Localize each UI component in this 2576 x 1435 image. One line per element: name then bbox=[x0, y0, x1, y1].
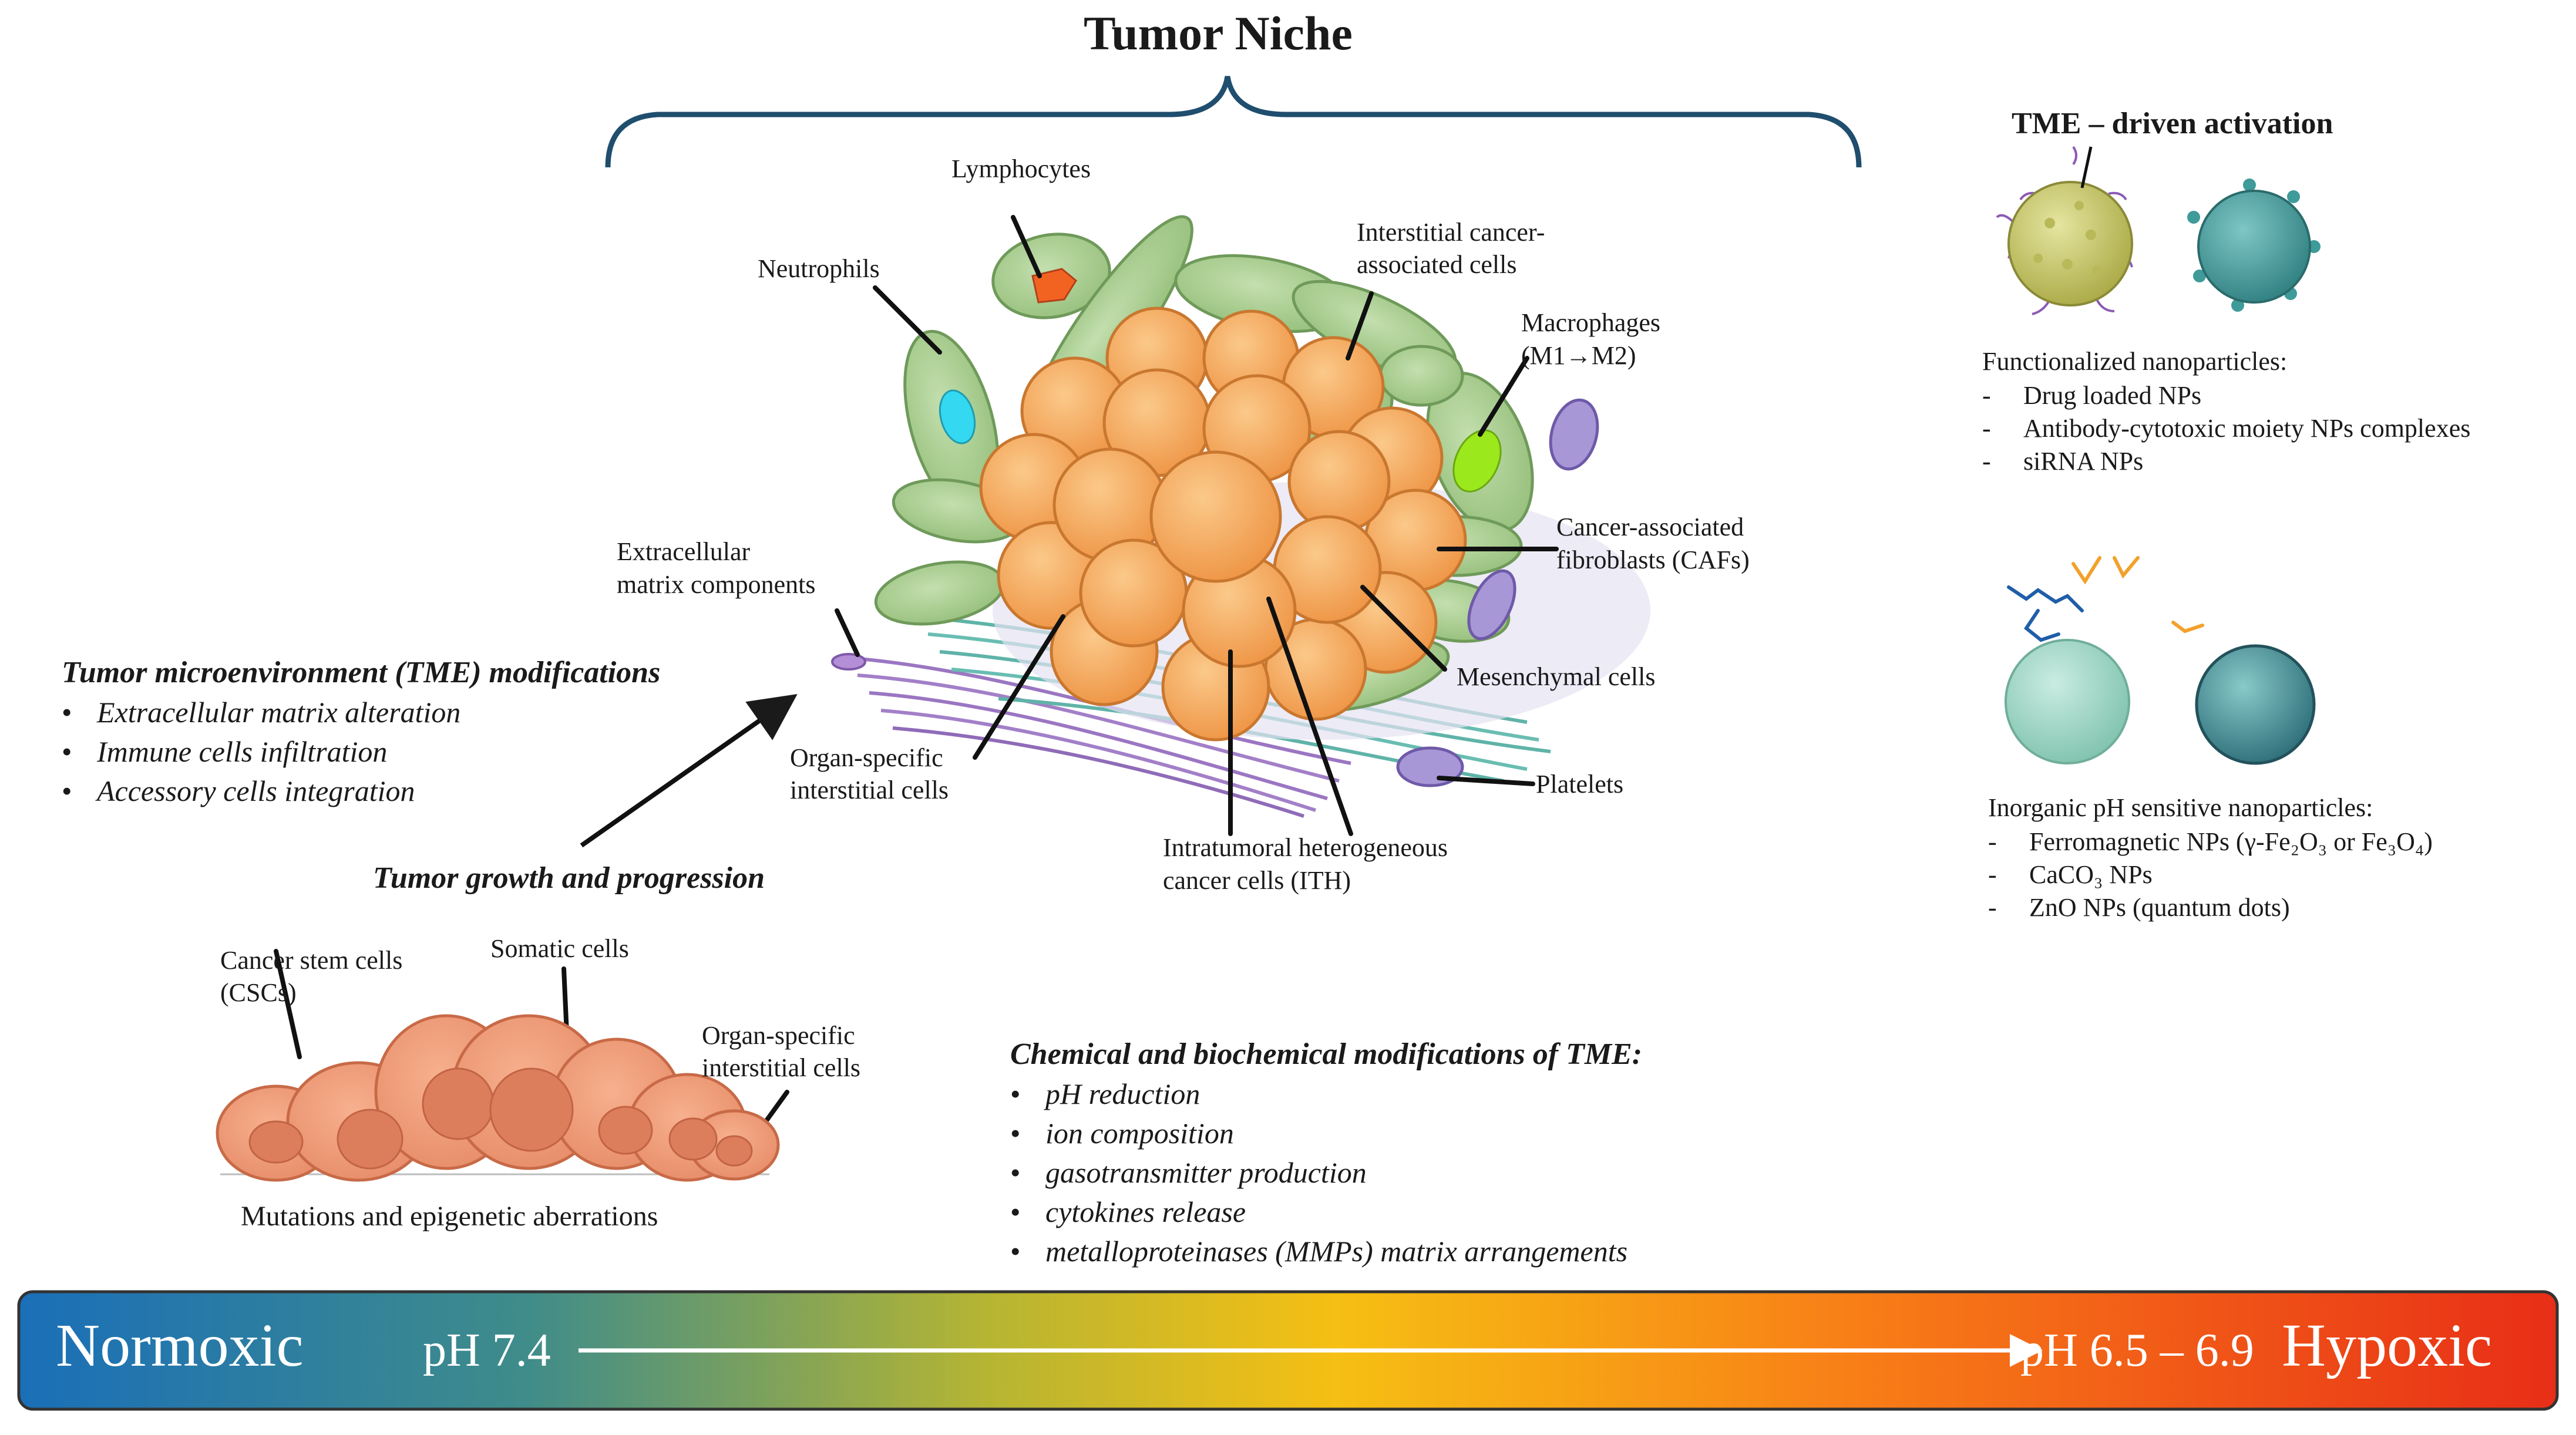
list-item: Extracellular matrix alteration bbox=[62, 693, 460, 732]
label-organ-specific-line2: interstitial cells bbox=[790, 776, 949, 804]
label-platelets: Platelets bbox=[1536, 770, 1624, 799]
list-item: gasotransmitter production bbox=[1010, 1153, 1627, 1193]
label-macrophages-line1: Macrophages bbox=[1521, 308, 1661, 337]
label-cafs-line1: Cancer-associated bbox=[1556, 513, 1744, 541]
label-extracellular-line1: Extracellular bbox=[617, 537, 751, 566]
ph-sensitive-np-icon bbox=[2005, 639, 2130, 764]
label-organ-specific-lower-line1: Organ-specific bbox=[702, 1021, 855, 1050]
molecule-icons bbox=[2007, 556, 2204, 642]
chemical-modifications-heading: Chemical and biochemical modifications o… bbox=[1010, 1037, 1643, 1071]
label-organ-specific-line1: Organ-specific bbox=[790, 743, 943, 772]
label-ith-line2: cancer cells (ITH) bbox=[1163, 866, 1351, 895]
drug-loaded-np-icon bbox=[1996, 146, 2133, 315]
tumor-growth-label: Tumor growth and progression bbox=[373, 861, 765, 895]
label-csc-line1: Cancer stem cells bbox=[220, 946, 403, 975]
ph-start-label: pH 7.4 bbox=[423, 1325, 551, 1376]
tme-modifications-list: Extracellular matrix alteration Immune c… bbox=[62, 693, 460, 811]
list-item: ion composition bbox=[1010, 1114, 1627, 1153]
textured-np-icon bbox=[2195, 644, 2316, 765]
list-item: Ferromagnetic NPs (γ-Fe₂O₃ or Fe₃O₄) bbox=[1988, 826, 2433, 858]
list-item: CaCO₃ NPs bbox=[1988, 858, 2433, 891]
label-interstitial-cancer-line1: Interstitial cancer- bbox=[1357, 218, 1545, 247]
neutrophil-nucleus bbox=[939, 389, 976, 444]
leader-lines bbox=[274, 215, 1559, 1147]
label-cafs-line2: fibroblasts (CAFs) bbox=[1556, 545, 1750, 574]
label-ith-line1: Intratumoral heterogeneous bbox=[1163, 833, 1448, 862]
normoxic-label: Normoxic bbox=[56, 1312, 304, 1379]
inorganic-np-list: Ferromagnetic NPs (γ-Fe₂O₃ or Fe₃O₄) CaC… bbox=[1988, 826, 2433, 924]
label-interstitial-cancer-line2: associated cells bbox=[1357, 250, 1517, 279]
label-neutrophils: Neutrophils bbox=[758, 254, 880, 283]
label-lymphocytes: Lymphocytes bbox=[951, 154, 1091, 183]
ph-end-label: pH 6.5 – 6.9 bbox=[2020, 1325, 2254, 1376]
functionalized-np-heading: Functionalized nanoparticles: bbox=[1982, 347, 2288, 376]
tme-activation-heading: TME – driven activation bbox=[2012, 107, 2333, 140]
niche-bracket bbox=[605, 76, 1862, 168]
list-item: Immune cells infiltration bbox=[62, 732, 460, 772]
label-somatic: Somatic cells bbox=[490, 934, 629, 963]
chemical-modifications-list: pH reduction ion composition gasotransmi… bbox=[1010, 1074, 1627, 1271]
list-item: Accessory cells integration bbox=[62, 772, 460, 811]
list-item: Drug loaded NPs bbox=[1982, 379, 2470, 412]
list-item: cytokines release bbox=[1010, 1193, 1627, 1232]
label-mutations: Mutations and epigenetic aberrations bbox=[241, 1201, 658, 1232]
macrophage-nucleus bbox=[1452, 429, 1502, 493]
list-item: Antibody-cytotoxic moiety NPs complexes bbox=[1982, 412, 2470, 445]
lower-cell-nuclei bbox=[248, 1067, 753, 1170]
list-item: siRNA NPs bbox=[1982, 445, 2470, 478]
list-item: metalloproteinases (MMPs) matrix arrange… bbox=[1010, 1232, 1627, 1271]
tme-modifications-heading: Tumor microenvironment (TME) modificatio… bbox=[62, 656, 661, 689]
label-extracellular-line2: matrix components bbox=[617, 570, 816, 599]
label-mesenchymal: Mesenchymal cells bbox=[1457, 662, 1656, 691]
label-organ-specific-lower-line2: interstitial cells bbox=[702, 1053, 861, 1082]
lymphocyte-nucleus bbox=[1031, 268, 1077, 304]
antibody-np-icon bbox=[2187, 178, 2321, 312]
diagram-title: Tumor Niche bbox=[1084, 6, 1353, 60]
label-csc-line2: (CSCs) bbox=[220, 978, 297, 1007]
tumor-mass bbox=[979, 306, 1467, 742]
list-item: pH reduction bbox=[1010, 1074, 1627, 1114]
hypoxic-label: Hypoxic bbox=[2282, 1312, 2493, 1379]
list-item: ZnO NPs (quantum dots) bbox=[1988, 891, 2433, 924]
ecm-component bbox=[831, 653, 866, 671]
growth-arrow bbox=[580, 694, 798, 848]
label-macrophages-line2: (M1→M2) bbox=[1521, 341, 1636, 370]
functionalized-np-list: Drug loaded NPs Antibody-cytotoxic moiet… bbox=[1982, 379, 2470, 478]
inorganic-np-heading: Inorganic pH sensitive nanoparticles: bbox=[1988, 793, 2373, 822]
